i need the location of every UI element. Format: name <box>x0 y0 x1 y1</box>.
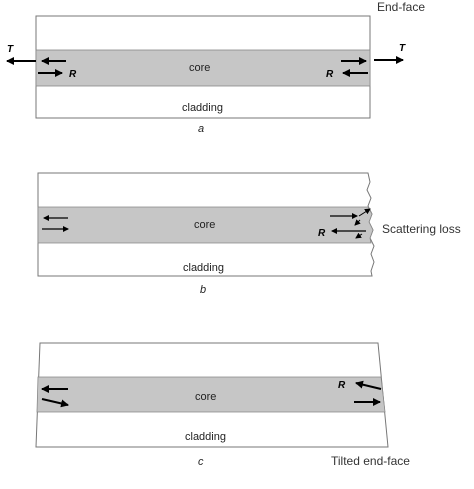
t-label-right: T <box>399 43 406 54</box>
panel-a: End-face core cladding a T R R T <box>6 0 425 135</box>
core-label-b: core <box>194 219 215 231</box>
tilted-end-face-label: Tilted end-face <box>331 454 410 468</box>
reflected-arrow-right-c <box>355 380 382 390</box>
caption-c: c <box>198 456 204 468</box>
reflected-arrow-left-c <box>41 398 69 408</box>
r-label-right: R <box>326 69 334 80</box>
core-label-a: core <box>189 62 210 74</box>
t-label-left: T <box>7 44 14 55</box>
caption-a: a <box>198 123 204 135</box>
scattering-loss-label: Scattering loss <box>382 222 461 236</box>
core-label-c: core <box>195 391 216 403</box>
caption-b: b <box>200 284 206 296</box>
panel-c: core cladding c Tilted end-face R <box>35 342 410 468</box>
cladding-label-c: cladding <box>185 431 226 443</box>
end-face-label: End-face <box>377 0 425 14</box>
scatter-ray-3 <box>355 232 363 239</box>
scatter-ray-2 <box>354 219 361 226</box>
fiber-core-a <box>35 49 371 87</box>
scatter-ray-1 <box>358 208 371 217</box>
cladding-label-b: cladding <box>183 262 224 274</box>
r-label-left: R <box>69 69 77 80</box>
cladding-label-a: cladding <box>182 102 223 114</box>
r-label-b: R <box>318 228 326 239</box>
panel-b: core cladding b Scattering loss R <box>37 172 461 296</box>
r-label-c: R <box>338 380 346 391</box>
fiber-core-c <box>36 376 386 413</box>
